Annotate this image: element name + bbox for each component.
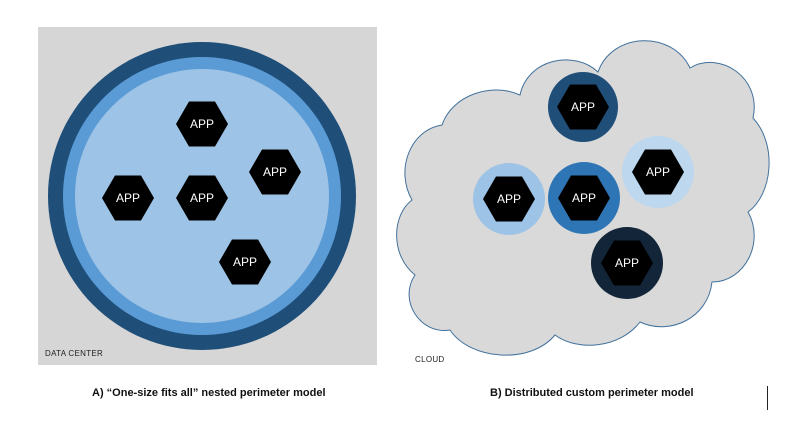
hexagon-shape (483, 176, 535, 222)
hexagon-shape (176, 175, 228, 221)
app-hexagon: APP (558, 175, 610, 221)
app-hexagon: APP (176, 101, 228, 147)
app-label: APP (116, 191, 140, 205)
hexagon-shape (176, 101, 228, 147)
hexagon-shape (557, 84, 609, 130)
app-hexagon: APP (601, 240, 653, 286)
hexagon-shape (632, 149, 684, 195)
app-hexagon: APP (102, 175, 154, 221)
app-label: APP (190, 117, 214, 131)
app-label: APP (571, 100, 595, 114)
app-hexagon: APP (176, 175, 228, 221)
caption-panel-a: A) “One-size fits all” nested perimeter … (92, 387, 326, 399)
app-label: APP (497, 192, 521, 206)
text-cursor (767, 386, 768, 410)
app-label: APP (190, 191, 214, 205)
app-hexagon: APP (557, 84, 609, 130)
app-label: APP (615, 256, 639, 270)
hexagon-shape (219, 239, 271, 285)
hexagon-shape (102, 175, 154, 221)
app-label: APP (233, 255, 257, 269)
app-hexagon: APP (219, 239, 271, 285)
app-hexagon: APP (632, 149, 684, 195)
app-hexagon: APP (483, 176, 535, 222)
custom-perimeter: APP (622, 136, 694, 208)
custom-perimeter: APP (473, 163, 545, 235)
hexagon-shape (601, 240, 653, 286)
app-hexagon: APP (249, 149, 301, 195)
cloud-label: CLOUD (415, 355, 445, 364)
caption-panel-b: B) Distributed custom perimeter model (490, 387, 694, 399)
panel-b: APP APP APP APP APP CLOUD (396, 40, 770, 364)
app-label: APP (263, 165, 287, 179)
custom-perimeter: APP (548, 72, 618, 142)
app-label: APP (572, 191, 596, 205)
datacenter-label: DATA CENTER (45, 349, 103, 358)
custom-perimeter: APP (548, 162, 620, 234)
custom-perimeter: APP (591, 227, 663, 299)
hexagon-shape (249, 149, 301, 195)
app-label: APP (646, 165, 670, 179)
hexagon-shape (558, 175, 610, 221)
panel-a: APP APP APP APP APP DATA CENTER (38, 27, 377, 365)
